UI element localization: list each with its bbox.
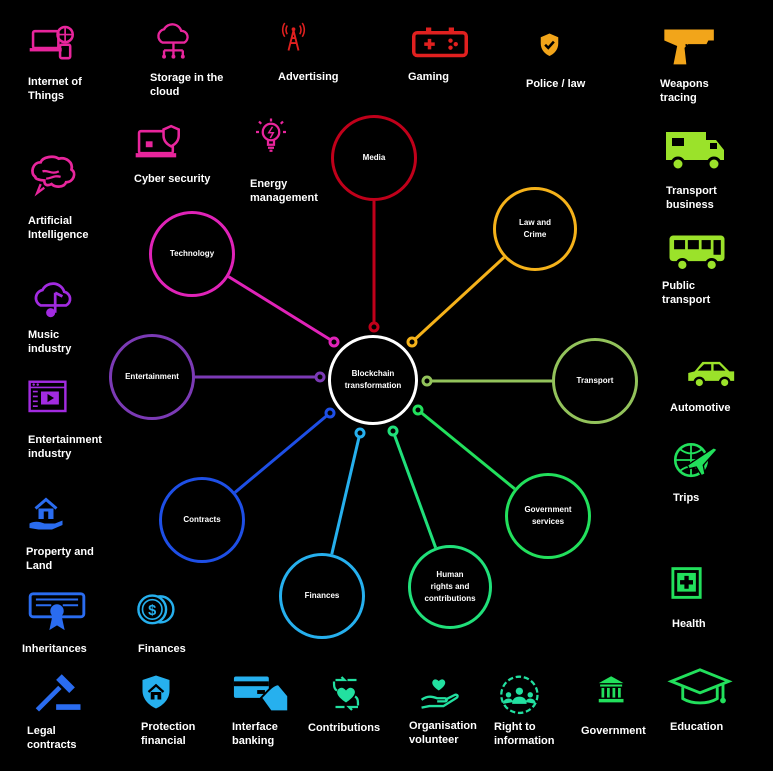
- label-inheritances: Inheritances: [22, 643, 87, 655]
- connector-law: [410, 256, 506, 344]
- label-trips: Trips: [673, 492, 700, 504]
- connector-dot-human: [387, 425, 399, 437]
- label-contributions: Contributions: [308, 722, 381, 734]
- label-legal-contracts: Legal contracts: [27, 725, 77, 751]
- antenna-tower-icon: [276, 16, 316, 60]
- label-police-law: Police / law: [526, 78, 586, 90]
- medical-cross-icon: [670, 558, 716, 608]
- connector-dot-finances: [354, 427, 366, 439]
- lightbulb-icon: [250, 108, 298, 162]
- branch-node-human-rights: Human rights and contributions: [408, 545, 492, 629]
- label-right-to-information: Right to information: [494, 721, 555, 747]
- label-education: Education: [670, 721, 724, 733]
- label-entertainment-industry: Entertainment industry: [28, 434, 102, 460]
- music-cloud-icon: [28, 276, 86, 324]
- branch-node-finances: Finances: [279, 553, 365, 639]
- group-icon: [494, 668, 552, 718]
- certificate-ribbon-icon: [24, 588, 90, 634]
- connector-technology: [227, 275, 335, 344]
- coins-icon: $: [136, 588, 188, 634]
- branch-node-entertainment: Entertainment: [109, 334, 195, 420]
- branch-label-media: Media: [362, 153, 386, 162]
- graduation-cap-icon: [666, 666, 734, 712]
- label-protection-financial: Protection financial: [141, 721, 196, 747]
- branch-label-contracts: Contracts: [183, 515, 221, 524]
- branch-label-entertainment: Entertainment: [125, 372, 179, 381]
- center-node-blockchain: Blockchain transformation: [328, 335, 418, 425]
- house-hand-icon: [28, 488, 76, 538]
- label-public-transport: Public transport: [662, 280, 711, 306]
- building-columns-icon: [596, 668, 640, 712]
- connector-dot-entertainment: [314, 371, 326, 383]
- connector-dot-contracts: [324, 407, 336, 419]
- connector-dot-technology: [328, 336, 340, 348]
- connector-government: [417, 408, 516, 490]
- label-health: Health: [672, 618, 706, 630]
- police-badge-icon: [532, 24, 572, 68]
- branch-label-finances: Finances: [304, 591, 340, 600]
- globe-plane-icon: [670, 436, 726, 484]
- gamepad-icon: [406, 24, 474, 66]
- label-finances: Finances: [138, 643, 186, 655]
- branch-label-human-rights: Human rights and contributions: [424, 570, 476, 603]
- label-government: Government: [581, 725, 646, 737]
- branch-label-transport: Transport: [576, 376, 614, 385]
- label-music-industry: Music industry: [28, 329, 72, 355]
- label-property-and-land: Property and Land: [26, 546, 94, 572]
- label-gaming: Gaming: [408, 71, 449, 83]
- bus-icon: [662, 230, 732, 274]
- label-automotive: Automotive: [670, 402, 731, 414]
- card-hand-icon: [232, 668, 294, 716]
- connector-dot-government: [412, 404, 424, 416]
- branch-label-law-and-crime: Law and Crime: [518, 218, 551, 239]
- label-advertising: Advertising: [278, 71, 339, 83]
- label-cyber-security: Cyber security: [134, 173, 211, 185]
- cloud-storage-icon: [150, 16, 200, 66]
- branch-label-government-services: Government services: [524, 505, 572, 526]
- pistol-icon: [660, 24, 720, 68]
- connector-dot-law: [406, 336, 418, 348]
- hand-heart-icon: [420, 668, 470, 716]
- label-weapons-tracing: Weapons tracing: [660, 78, 709, 104]
- shield-house-icon: [138, 668, 186, 716]
- laptop-shield-icon: [134, 120, 188, 166]
- connector-dot-media: [368, 321, 380, 333]
- branch-node-law-and-crime: Law and Crime: [493, 187, 577, 271]
- gavel-icon: [28, 670, 88, 716]
- connector-dot-transport: [421, 375, 433, 387]
- branch-node-contracts: Contracts: [159, 477, 245, 563]
- label-organisation-volunteer: Organisation volunteer: [409, 720, 477, 746]
- branch-node-transport: Transport: [552, 338, 638, 424]
- video-player-icon: [28, 376, 80, 420]
- camper-truck-icon: [664, 126, 728, 174]
- branch-label-technology: Technology: [169, 249, 215, 258]
- label-storage-in-the-cloud: Storage in the cloud: [150, 72, 224, 98]
- connector-human: [391, 430, 437, 549]
- label-transport-business: Transport business: [666, 185, 717, 211]
- label-artificial-intelligence: Artificial Intelligence: [28, 215, 89, 241]
- branch-node-media: Media: [331, 115, 417, 201]
- label-internet-of-things: Internet of Things: [28, 76, 82, 102]
- brain-icon: [28, 150, 86, 200]
- branch-node-technology: Technology: [149, 211, 235, 297]
- svg-text:$: $: [148, 603, 156, 619]
- connector-finances: [330, 432, 362, 555]
- car-icon: [668, 354, 756, 392]
- center-node-label: Blockchain transformation: [344, 369, 402, 390]
- iot-devices-icon: [28, 18, 82, 68]
- label-energy-management: Energy management: [250, 178, 318, 204]
- label-interface-banking: Interface banking: [232, 721, 278, 747]
- branch-node-government-services: Government services: [505, 473, 591, 559]
- heart-arrows-icon: [328, 668, 376, 716]
- connector-contracts: [234, 411, 331, 494]
